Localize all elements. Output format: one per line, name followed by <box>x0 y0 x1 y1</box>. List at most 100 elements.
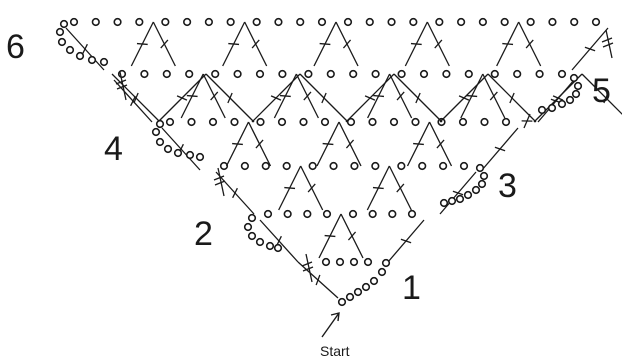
double-crochet <box>426 21 450 67</box>
double-crochet <box>247 121 272 167</box>
double-crochet <box>65 27 105 71</box>
row-label-2: 2 <box>194 215 213 253</box>
lattice-stitch <box>581 73 622 115</box>
chain-stitch <box>478 17 487 27</box>
chain-stitch <box>252 17 261 27</box>
chain-stitch <box>99 57 109 67</box>
chain-stitch <box>361 282 371 292</box>
double-crochet <box>518 21 542 67</box>
chain-stitch <box>457 17 466 27</box>
chain-stitch <box>296 17 305 27</box>
lattice-stitch <box>111 73 161 123</box>
double-crochet <box>404 21 428 67</box>
chain-stitch <box>368 209 377 219</box>
chain-stitch <box>113 17 122 27</box>
double-crochet <box>215 171 255 215</box>
chain-stitch <box>317 17 327 27</box>
chain-stitch <box>365 17 374 27</box>
row-label-1: 1 <box>402 269 421 307</box>
chain-stitch <box>161 17 170 27</box>
chain-stitch <box>535 69 544 79</box>
double-crochet <box>297 261 339 299</box>
chain-stitch <box>407 209 417 219</box>
chain-stitch <box>411 117 420 127</box>
double-crochet <box>278 165 302 211</box>
double-crochet <box>521 113 533 129</box>
chain-stitch <box>397 69 406 79</box>
lattice-stitch <box>299 73 349 123</box>
double-crochet <box>225 121 250 167</box>
chain-stitch <box>435 17 444 27</box>
chain-stitch <box>349 69 358 79</box>
chain-stitch <box>261 161 270 171</box>
chain-stitch <box>475 163 485 173</box>
double-crochet <box>113 79 153 123</box>
chain-stitch <box>255 69 265 79</box>
chain-stitch <box>256 117 265 127</box>
double-crochet <box>152 21 176 67</box>
chain-stitch <box>151 127 161 137</box>
chain-stitch <box>195 152 205 162</box>
chain-stitch <box>389 117 399 127</box>
chain-stitch <box>350 161 359 171</box>
chain-stitch <box>183 17 192 27</box>
chain-stitch <box>570 17 579 27</box>
chain-stitch <box>283 209 292 219</box>
chain-stitch <box>501 117 511 127</box>
chain-stitch <box>308 161 317 171</box>
chain-stitch <box>59 19 69 29</box>
double-crochet <box>482 73 506 119</box>
double-crochet <box>571 27 609 71</box>
chain-stitch <box>140 69 149 79</box>
chain-stitch <box>547 103 557 113</box>
chain-stitch <box>165 117 175 127</box>
chain-stitch <box>464 69 473 79</box>
chain-stitch <box>91 17 100 27</box>
chain-stitch <box>573 81 583 91</box>
chain-stitch <box>418 161 427 171</box>
chain-stitch <box>322 209 332 219</box>
turning-stitch <box>213 167 226 197</box>
chain-stitch <box>282 161 291 171</box>
chain-stitch <box>208 117 218 127</box>
chain-stitch <box>326 69 335 79</box>
chain-stitch <box>537 105 547 115</box>
lattice-stitch <box>251 73 301 123</box>
chain-stitch <box>243 222 253 232</box>
chain-stitch <box>397 161 406 171</box>
chain-stitch <box>571 89 581 99</box>
chain-stitch <box>69 17 79 27</box>
chain-stitch <box>277 117 287 127</box>
chain-stitch <box>321 257 331 267</box>
double-crochet <box>300 165 324 211</box>
chain-stitch <box>459 161 469 171</box>
chain-stitch <box>557 69 567 79</box>
double-crochet <box>389 73 413 119</box>
chain-stitch <box>273 243 283 253</box>
turning-stitch <box>301 253 314 283</box>
chain-stitch <box>75 51 85 61</box>
chain-stitch <box>162 69 171 79</box>
double-crochet <box>335 21 359 67</box>
turning-stitch <box>115 71 128 101</box>
double-crochet <box>481 127 519 171</box>
chain-stitch <box>455 194 465 204</box>
chain-stitch <box>447 196 457 206</box>
double-crochet <box>367 73 391 119</box>
chain-stitch <box>230 117 239 127</box>
chain-stitch <box>463 190 473 200</box>
chain-stitch <box>87 55 97 65</box>
chain-stitch <box>185 69 194 79</box>
chain-stitch <box>479 171 489 181</box>
row-label-5: 5 <box>592 72 611 110</box>
chain-stitch <box>117 69 127 79</box>
chain-stitch <box>247 231 257 241</box>
chain-stitch <box>565 95 575 105</box>
chain-stitch <box>329 161 338 171</box>
chain-stitch <box>155 119 165 129</box>
double-crochet <box>295 73 319 119</box>
chain-stitch <box>343 17 353 27</box>
chain-stitch <box>55 27 65 37</box>
